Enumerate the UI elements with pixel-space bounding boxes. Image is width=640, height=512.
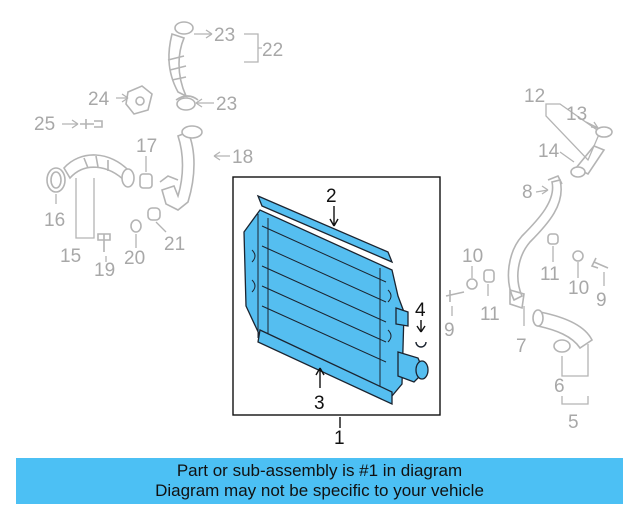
callout-13: 13 [566, 104, 587, 125]
callout-12: 12 [524, 86, 545, 107]
callout-10a: 10 [462, 246, 483, 267]
callout-21: 21 [164, 234, 185, 255]
callout-23: 23 [214, 25, 235, 46]
part-24 [125, 85, 153, 115]
callout-24: 24 [88, 89, 110, 110]
bushing-11b [547, 233, 559, 245]
callout-4: 4 [415, 300, 426, 321]
upper-hose-assembly [167, 21, 199, 101]
pipe-18 [159, 125, 203, 211]
nut-20 [130, 219, 142, 233]
callout-11a: 11 [480, 304, 500, 325]
hose-14 [570, 145, 606, 178]
callout-10b: 10 [568, 278, 589, 299]
callout-25: 25 [34, 114, 55, 135]
intercooler-1 [243, 209, 429, 397]
callout-2: 2 [326, 186, 337, 207]
callout-7: 7 [516, 336, 527, 357]
nut-10b [572, 250, 584, 262]
callout-20: 20 [124, 248, 145, 269]
banner-line-2: Diagram may not be specific to your vehi… [155, 481, 484, 500]
callout-17: 17 [136, 136, 157, 157]
bushing-21 [147, 207, 161, 221]
clip-4 [415, 341, 427, 348]
clamp-23 [176, 97, 196, 111]
callout-22: 22 [262, 40, 283, 61]
callout-1: 1 [334, 428, 345, 449]
callout-6: 6 [554, 376, 565, 397]
callout-14: 14 [538, 141, 560, 162]
bolt-9b [590, 257, 609, 269]
callout-11b: 11 [540, 264, 560, 285]
clip-17 [139, 173, 153, 189]
bushing-11a [483, 269, 495, 283]
bolt-25 [80, 119, 103, 129]
callout-9b: 9 [596, 290, 607, 311]
bolt-9a [445, 290, 465, 302]
callout-9a: 9 [444, 320, 455, 341]
callout-23b: 23 [216, 94, 237, 115]
banner-line-1: Part or sub-assembly is #1 in diagram [176, 461, 463, 480]
lower-hose-5 [532, 309, 594, 353]
callout-5: 5 [568, 412, 579, 433]
callout-19: 19 [94, 260, 115, 281]
callout-16: 16 [44, 210, 65, 231]
lower-seal-3 [257, 329, 393, 406]
pipe-8 [507, 174, 563, 310]
callout-18: 18 [232, 147, 253, 168]
left-hose [46, 154, 135, 193]
info-banner: Part or sub-assembly is #1 in diagram Di… [16, 458, 623, 504]
assembly-box [232, 176, 441, 416]
callout-15: 15 [60, 246, 81, 267]
bolt-19 [97, 233, 111, 252]
callout-3: 3 [314, 393, 325, 414]
callout-8: 8 [522, 182, 533, 203]
nut-10a [466, 278, 478, 290]
clamp-13 [595, 126, 613, 138]
upper-seal-2 [256, 194, 394, 264]
